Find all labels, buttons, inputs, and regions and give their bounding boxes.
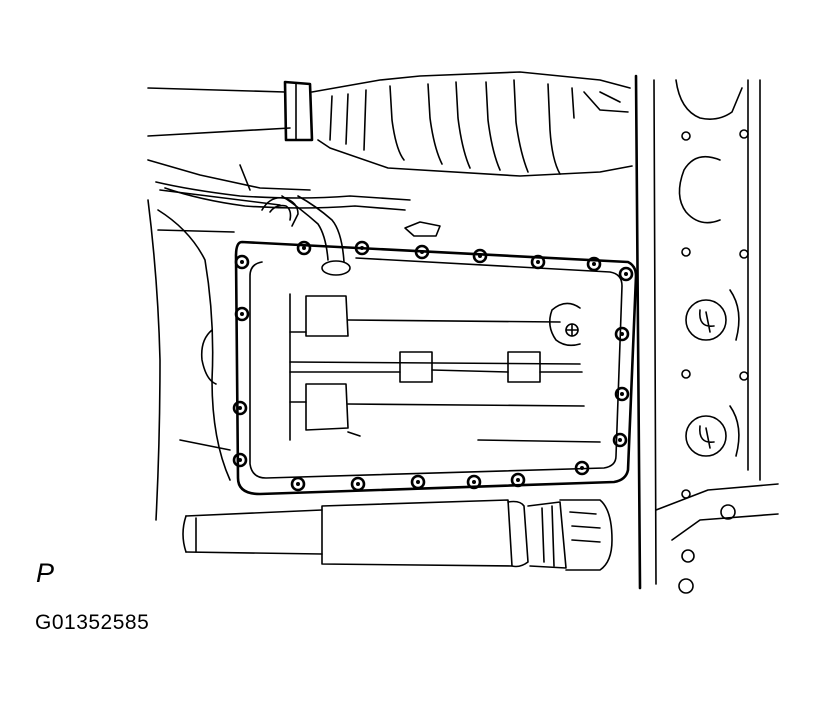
bolt-head — [360, 246, 364, 250]
bolt — [290, 476, 306, 492]
bolt-head — [620, 392, 624, 396]
bolt — [234, 306, 250, 322]
bolt-head — [624, 272, 628, 276]
bolt — [232, 400, 248, 416]
bolt-head — [356, 482, 360, 486]
frame-holes — [681, 129, 749, 499]
bolt — [586, 256, 602, 272]
bolt-head — [240, 312, 244, 316]
bolt — [296, 240, 312, 256]
bolt — [574, 460, 590, 476]
bolt-head — [592, 262, 596, 266]
bolt — [612, 432, 628, 448]
frame-hole — [739, 371, 749, 381]
frame-hole — [681, 369, 691, 379]
bolt-head — [296, 482, 300, 486]
bolt-head — [536, 260, 540, 264]
bolt-head — [240, 260, 244, 264]
frame-hole — [681, 247, 691, 257]
view-letter-label: P — [36, 558, 55, 588]
bolt-head — [238, 458, 242, 462]
left-housing — [147, 199, 235, 521]
frame-hole — [681, 131, 691, 141]
frame-hole — [739, 129, 749, 139]
bolt — [614, 386, 630, 402]
figure-code-label: G01352585 — [35, 611, 150, 634]
bolt — [232, 452, 248, 468]
bolt — [350, 476, 366, 492]
filler-tube — [281, 195, 351, 276]
bolt — [414, 244, 430, 260]
bolt-head — [618, 438, 622, 442]
bolt — [614, 326, 630, 342]
bolt — [530, 254, 546, 270]
frame-hole — [681, 489, 691, 499]
bolt — [466, 474, 482, 490]
bolt-head — [238, 406, 242, 410]
transmission-case — [147, 71, 633, 206]
bolt-head — [620, 332, 624, 336]
bolt-head — [302, 246, 306, 250]
bolt — [354, 240, 370, 256]
bolt-head — [580, 466, 584, 470]
frame-rail — [634, 74, 779, 594]
bolt-head — [472, 480, 476, 484]
bolt — [618, 266, 634, 282]
oil-pan — [234, 240, 638, 496]
bolt-head — [516, 478, 520, 482]
propeller-shaft — [182, 499, 613, 571]
bolt — [472, 248, 488, 264]
bolt-head — [416, 480, 420, 484]
bolt — [410, 474, 426, 490]
bolt — [510, 472, 526, 488]
frame-hole — [739, 249, 749, 259]
bolt — [234, 254, 250, 270]
bolt-head — [420, 250, 424, 254]
bolt-head — [478, 254, 482, 258]
oil-pan-bolts — [232, 240, 634, 492]
